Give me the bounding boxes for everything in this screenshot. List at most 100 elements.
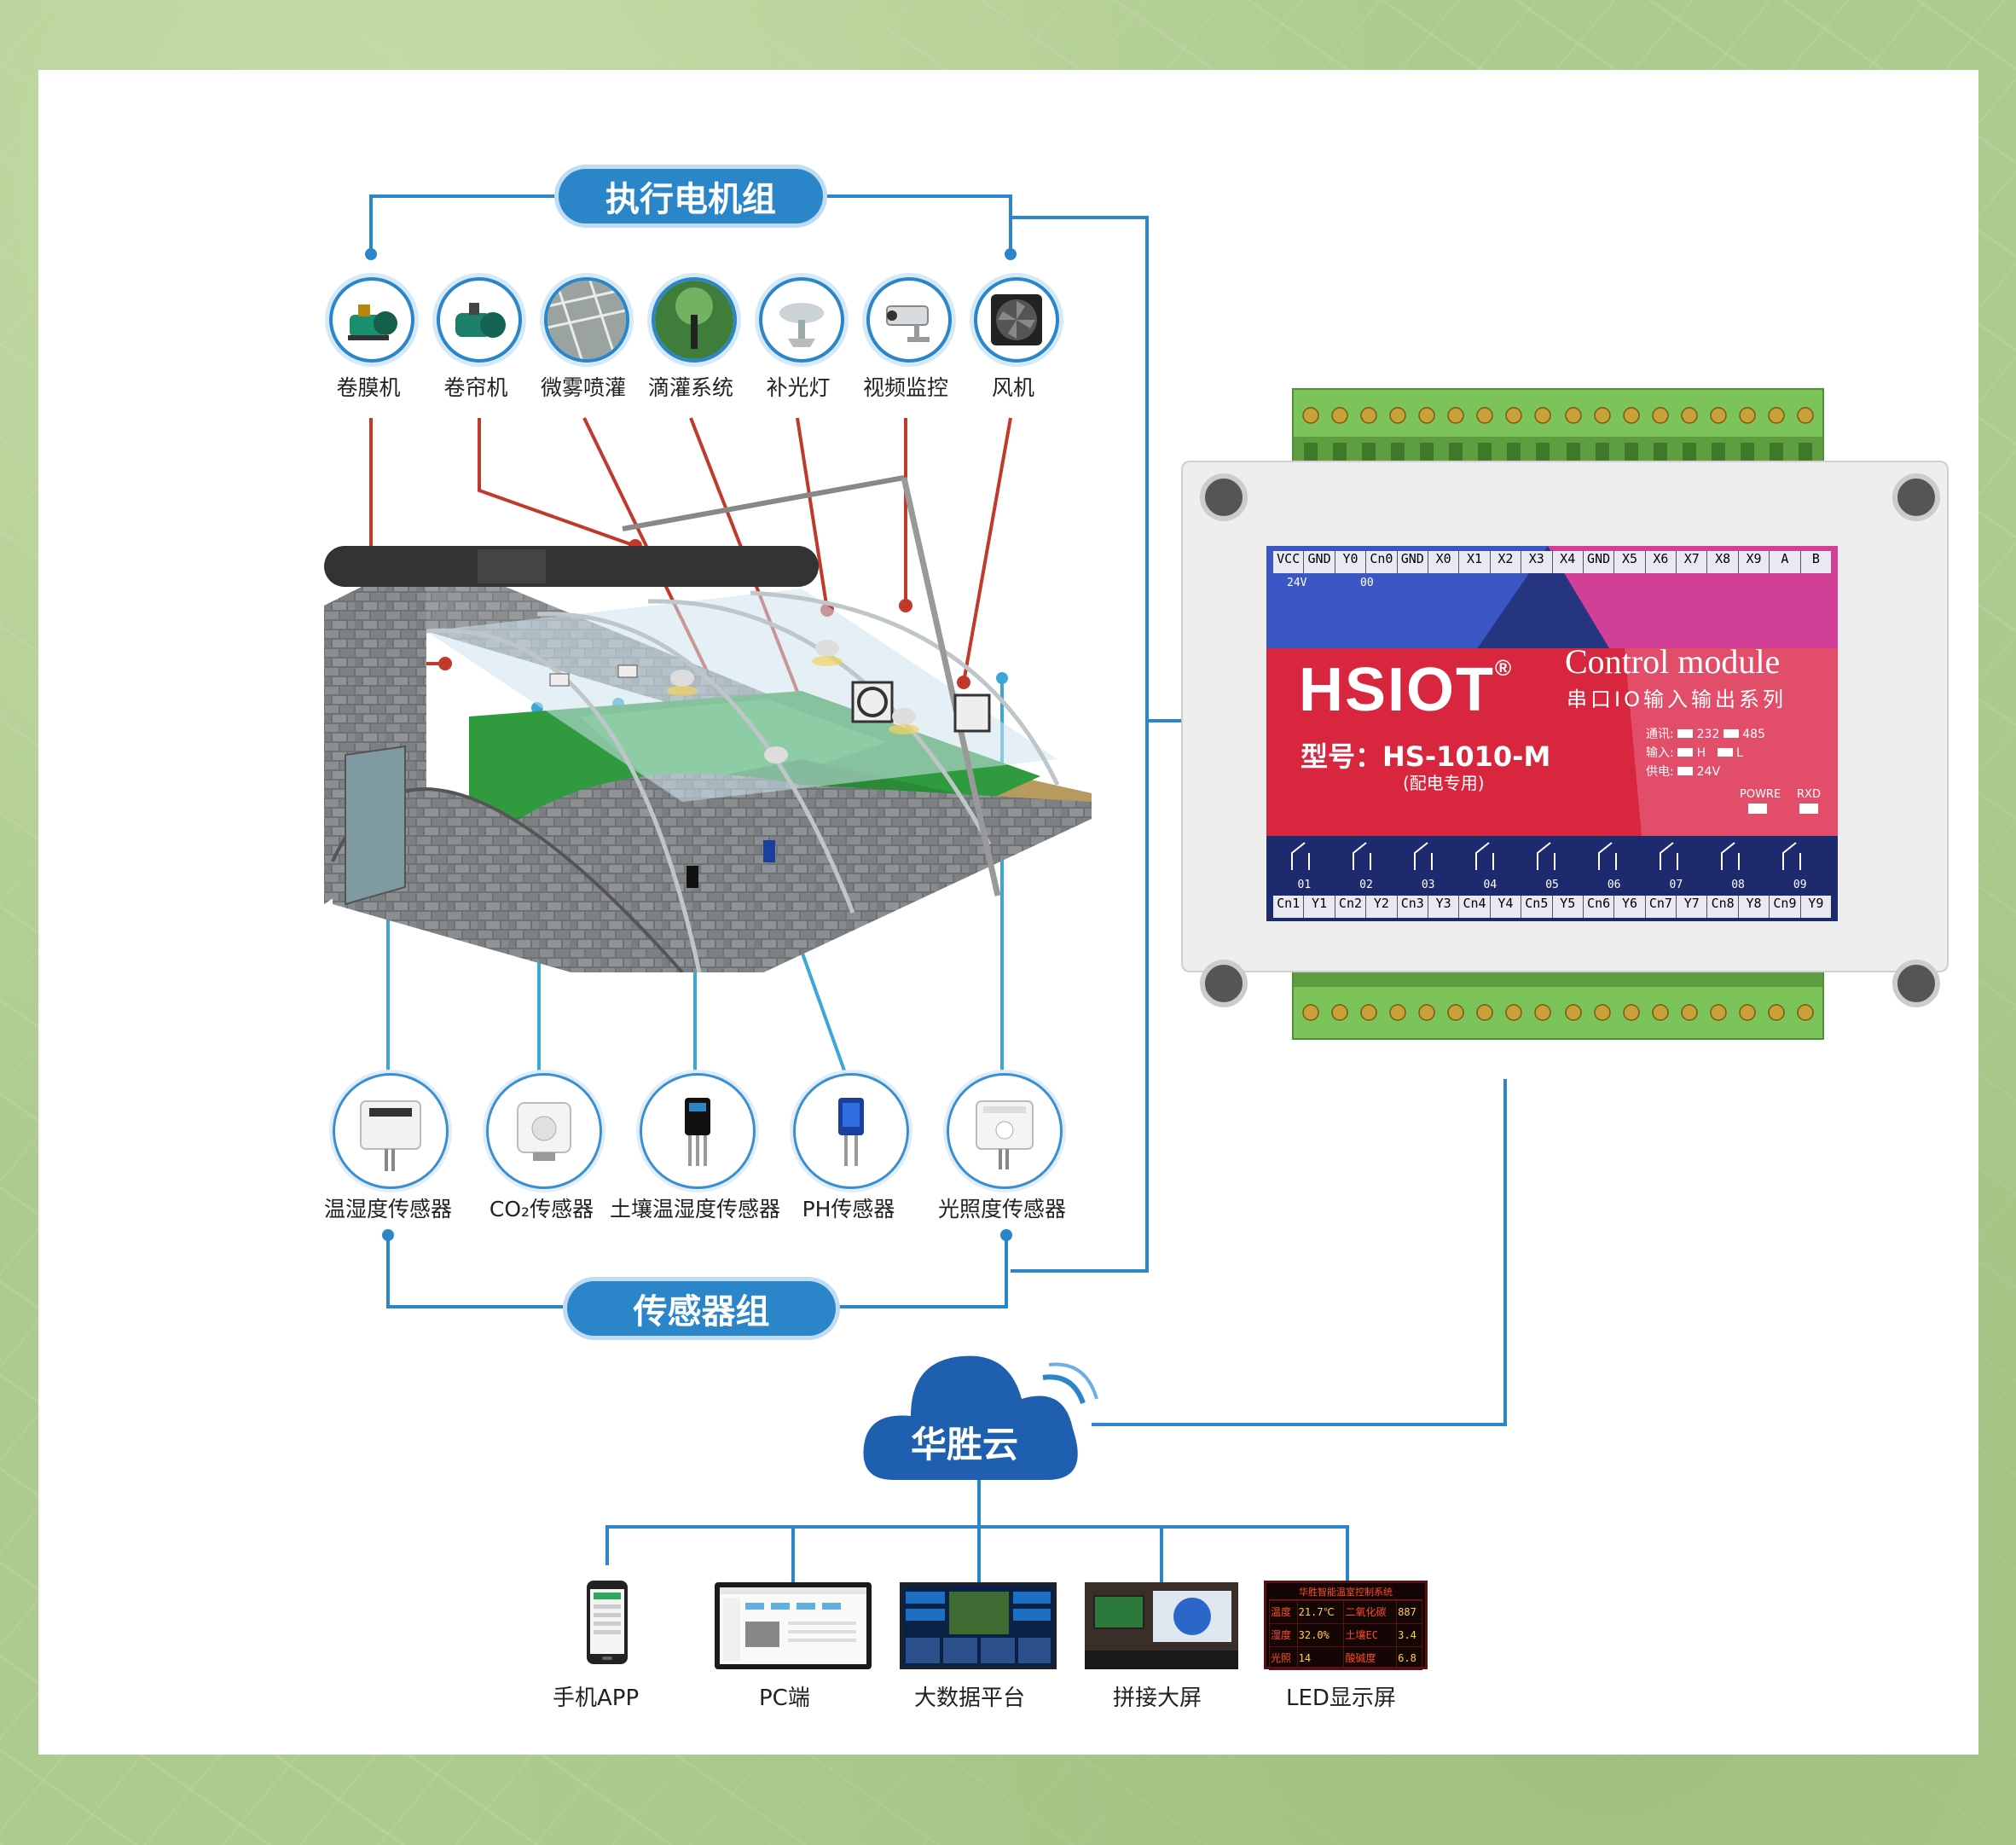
spec-list: 通讯: 232 485 输入: H L 供电: 24V <box>1646 725 1765 781</box>
pc-monitor-icon <box>720 1587 866 1664</box>
led-power-label: POWRE <box>1740 788 1781 801</box>
bottom-terminal: Y4 <box>1491 896 1522 918</box>
mount-hole-tl <box>1200 473 1248 521</box>
power-voltage: 24V <box>1696 765 1721 779</box>
top-terminal: B <box>1811 551 1820 566</box>
ph-sensor-icon <box>838 1098 864 1166</box>
actuator-label-1: 卷帘机 <box>443 375 508 400</box>
brand-logo: HSIOT® <box>1299 655 1513 725</box>
bottom-terminal: Y1 <box>1304 896 1335 918</box>
channel-number: 03 <box>1421 879 1435 891</box>
led-cell: 温度 <box>1269 1600 1298 1624</box>
led-cell: 6.8 <box>1396 1646 1422 1670</box>
channel-number: 08 <box>1731 879 1745 891</box>
top-terminal: GND <box>1584 551 1615 573</box>
channel-number-strip: 01 02 03 04 05 06 07 08 09 <box>1273 879 1831 891</box>
bottom-terminal: Y3 <box>1428 896 1460 918</box>
temp-humidity-sensor-icon <box>360 1100 421 1171</box>
actuator-mist <box>544 277 629 363</box>
cloud-icon <box>863 1355 1098 1480</box>
endpoint-video-wall <box>1085 1582 1238 1669</box>
endpoint-label-4: LED显示屏 <box>1286 1685 1396 1711</box>
top-terminal: X4 <box>1553 551 1584 573</box>
top-terminal: X1 <box>1459 551 1491 573</box>
sensor-label-1: CO₂传感器 <box>489 1197 594 1221</box>
control-module: VCC GND Y0 Cn0 GND X0 X1 X2 X3 X4 GND X5… <box>1181 388 1949 1079</box>
camera-icon <box>886 305 930 342</box>
light-sensor-icon <box>976 1100 1034 1169</box>
actuator-label-3: 滴灌系统 <box>647 375 733 400</box>
actuator-label-5: 视频监控 <box>862 375 948 400</box>
module-title: Control module <box>1565 642 1781 681</box>
led-cell: 二氧化碳 <box>1343 1600 1398 1624</box>
channel-number: 09 <box>1793 879 1807 891</box>
bottom-terminal: Y9 <box>1808 896 1824 911</box>
endpoint-phone <box>587 1581 628 1664</box>
top-terminal: GND <box>1398 551 1428 573</box>
registered-mark: ® <box>1495 655 1514 681</box>
bottom-terminal: Cn2 <box>1335 896 1367 918</box>
power-label: 供电: <box>1646 765 1674 779</box>
input-l: L <box>1735 746 1743 760</box>
cloud-label: 华胜云 <box>911 1424 1019 1465</box>
actuator-group-title: 执行电机组 <box>559 169 823 223</box>
top-terminal: A <box>1770 551 1801 573</box>
bottom-terminal: Cn5 <box>1521 896 1553 918</box>
top-terminal: Cn0 <box>1366 551 1398 573</box>
top-terminal: X3 <box>1521 551 1553 573</box>
led-cell: 3.4 <box>1396 1623 1422 1647</box>
actuator-label-4: 补光灯 <box>766 375 831 400</box>
top-terminal: Y0 <box>1335 551 1367 573</box>
bottom-terminal: Cn1 <box>1273 896 1305 918</box>
actuator-label-6: 风机 <box>991 375 1034 400</box>
relay-symbols <box>1291 842 1801 870</box>
led-cell: 32.0% <box>1296 1623 1345 1647</box>
channel-number: 06 <box>1607 879 1621 891</box>
led-cell: 湿度 <box>1269 1623 1298 1647</box>
mist-spray-icon <box>547 281 626 359</box>
endpoint-label-1: PC端 <box>759 1685 810 1711</box>
module-panel: VCC GND Y0 Cn0 GND X0 X1 X2 X3 X4 GND X5… <box>1266 546 1838 921</box>
bottom-terminal: Y8 <box>1739 896 1770 918</box>
bottom-terminal: Cn9 <box>1770 896 1801 918</box>
top-terminal: X7 <box>1677 551 1708 573</box>
grow-light-icon <box>779 303 824 347</box>
actuator-fan <box>974 277 1059 363</box>
video-wall-icon <box>1085 1582 1238 1669</box>
sensor-soil <box>640 1073 756 1189</box>
bottom-terminal: Cn7 <box>1646 896 1677 918</box>
fan-icon <box>991 294 1042 345</box>
endpoint-label-3: 拼接大屏 <box>1113 1685 1202 1711</box>
mount-hole-tr <box>1892 473 1940 521</box>
dashboard-icon <box>902 1585 1054 1667</box>
comm-232: 232 <box>1696 728 1720 741</box>
led-cell: 酸碱度 <box>1343 1646 1398 1670</box>
comm-485: 485 <box>1742 728 1765 741</box>
top-sub-00: 00 <box>1360 577 1374 589</box>
soil-sensor-icon <box>685 1098 710 1166</box>
sensor-label-0: 温湿度传感器 <box>323 1197 452 1221</box>
sensor-label-4: 光照度传感器 <box>937 1197 1066 1221</box>
channel-number: 02 <box>1359 879 1373 891</box>
actuator-label-0: 卷膜机 <box>336 375 401 400</box>
co2-sensor-icon <box>517 1102 571 1161</box>
channel-number: 01 <box>1297 879 1312 891</box>
pump-icon <box>348 305 397 340</box>
endpoint-pc <box>715 1582 872 1669</box>
bottom-terminal: Cn6 <box>1584 896 1615 918</box>
endpoint-label-0: 手机APP <box>553 1685 640 1711</box>
input-label: 输入: <box>1646 746 1674 760</box>
top-terminal-strip: VCC GND Y0 Cn0 GND X0 X1 X2 X3 X4 GND X5… <box>1273 551 1831 573</box>
module-model-note: (配电专用) <box>1403 773 1485 793</box>
top-sub-24v: 24V <box>1287 577 1307 589</box>
actuator-label-2: 微雾喷灌 <box>540 375 626 400</box>
sensor-group-title: 传感器组 <box>567 1281 836 1336</box>
channel-number: 05 <box>1545 879 1559 891</box>
led-cell: 14 <box>1296 1646 1345 1670</box>
led-cell: 887 <box>1396 1600 1422 1624</box>
led-board-title: 华胜智能温室控制系统 <box>1269 1586 1422 1600</box>
drip-irrigation-icon <box>655 281 733 359</box>
input-h: H <box>1696 746 1706 760</box>
endpoint-label-2: 大数据平台 <box>914 1685 1026 1711</box>
bottom-terminal: Cn3 <box>1398 896 1428 918</box>
